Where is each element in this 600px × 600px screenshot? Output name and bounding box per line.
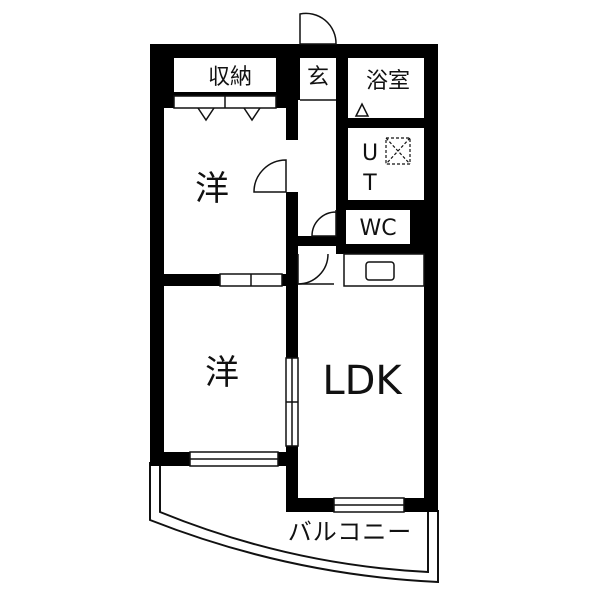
utility-label: U T — [362, 141, 378, 196]
balcony-outline — [149, 462, 439, 584]
walls — [150, 44, 438, 512]
kitchen-counter — [343, 253, 425, 287]
windows — [189, 273, 405, 513]
storage-label: 収納 — [208, 65, 252, 90]
svg-text:T: T — [362, 171, 377, 196]
entrance-label: 玄 — [307, 65, 329, 90]
door-swings — [253, 12, 370, 285]
western-room-1-label: 洋 — [195, 169, 229, 209]
toilet-label: WC — [359, 216, 396, 241]
storage-doors — [173, 95, 277, 122]
svg-text:U: U — [362, 141, 378, 166]
western-room-2-label: 洋 — [205, 353, 239, 393]
ldk-label: LDK — [322, 358, 403, 404]
washer-pan-icon — [385, 137, 411, 165]
balcony-label: バルコニー — [288, 518, 413, 546]
bathroom-label: 浴室 — [366, 69, 410, 94]
